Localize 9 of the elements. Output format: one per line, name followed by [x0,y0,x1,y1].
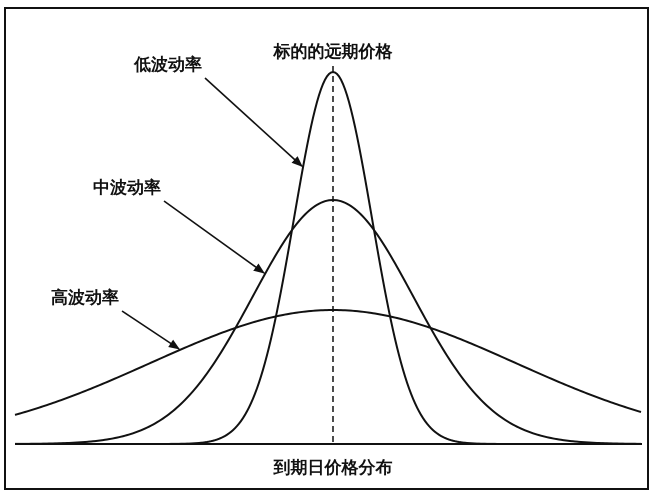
axis-title: 到期日价格分布 [274,458,392,478]
curve-label: 高波动率 [51,288,119,308]
axis-title: 标的的远期价格 [274,42,392,62]
leader-arrow [164,200,265,274]
curve-label: 低波动率 [134,55,202,75]
leader-arrow [204,77,303,168]
leader-arrow [122,310,180,350]
curve-label: 中波动率 [93,178,161,198]
distribution-curve [15,199,641,445]
